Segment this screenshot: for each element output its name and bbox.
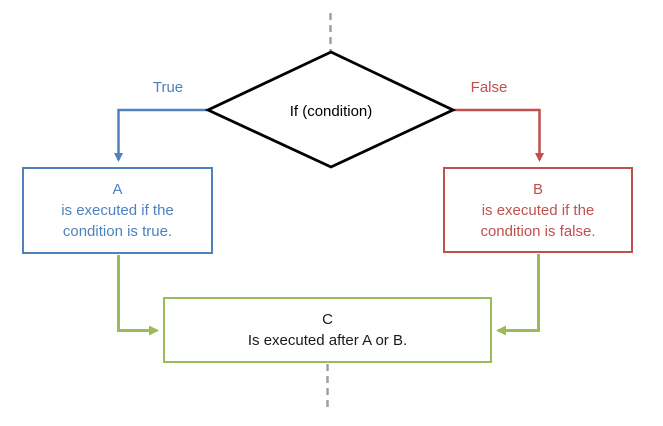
box-a: A is executed if the condition is true. (22, 167, 213, 254)
box-a-title: A (112, 181, 123, 198)
box-c-text-line1: Is executed after A or B. (247, 332, 408, 349)
box-b: B is executed if the condition is false. (443, 167, 633, 253)
decision-label: If (condition) (289, 103, 373, 120)
true-branch-arrow (114, 108, 208, 162)
false-branch-label: False (470, 79, 508, 96)
box-a-text-line2: condition is true. (62, 223, 173, 240)
merge-arrow-right (496, 254, 540, 336)
box-a-text-line1: is executed if the (61, 202, 174, 219)
box-b-text-line1: is executed if the (481, 201, 595, 219)
box-c: C Is executed after A or B. (163, 297, 492, 363)
true-branch-label: True (152, 79, 184, 96)
box-b-text-line2: condition is false. (480, 222, 596, 240)
false-branch-arrow (453, 108, 544, 162)
box-b-title: B (532, 180, 543, 198)
decision-diamond (204, 50, 457, 169)
box-c-title: C (322, 311, 333, 328)
merge-arrow-left (117, 255, 159, 336)
